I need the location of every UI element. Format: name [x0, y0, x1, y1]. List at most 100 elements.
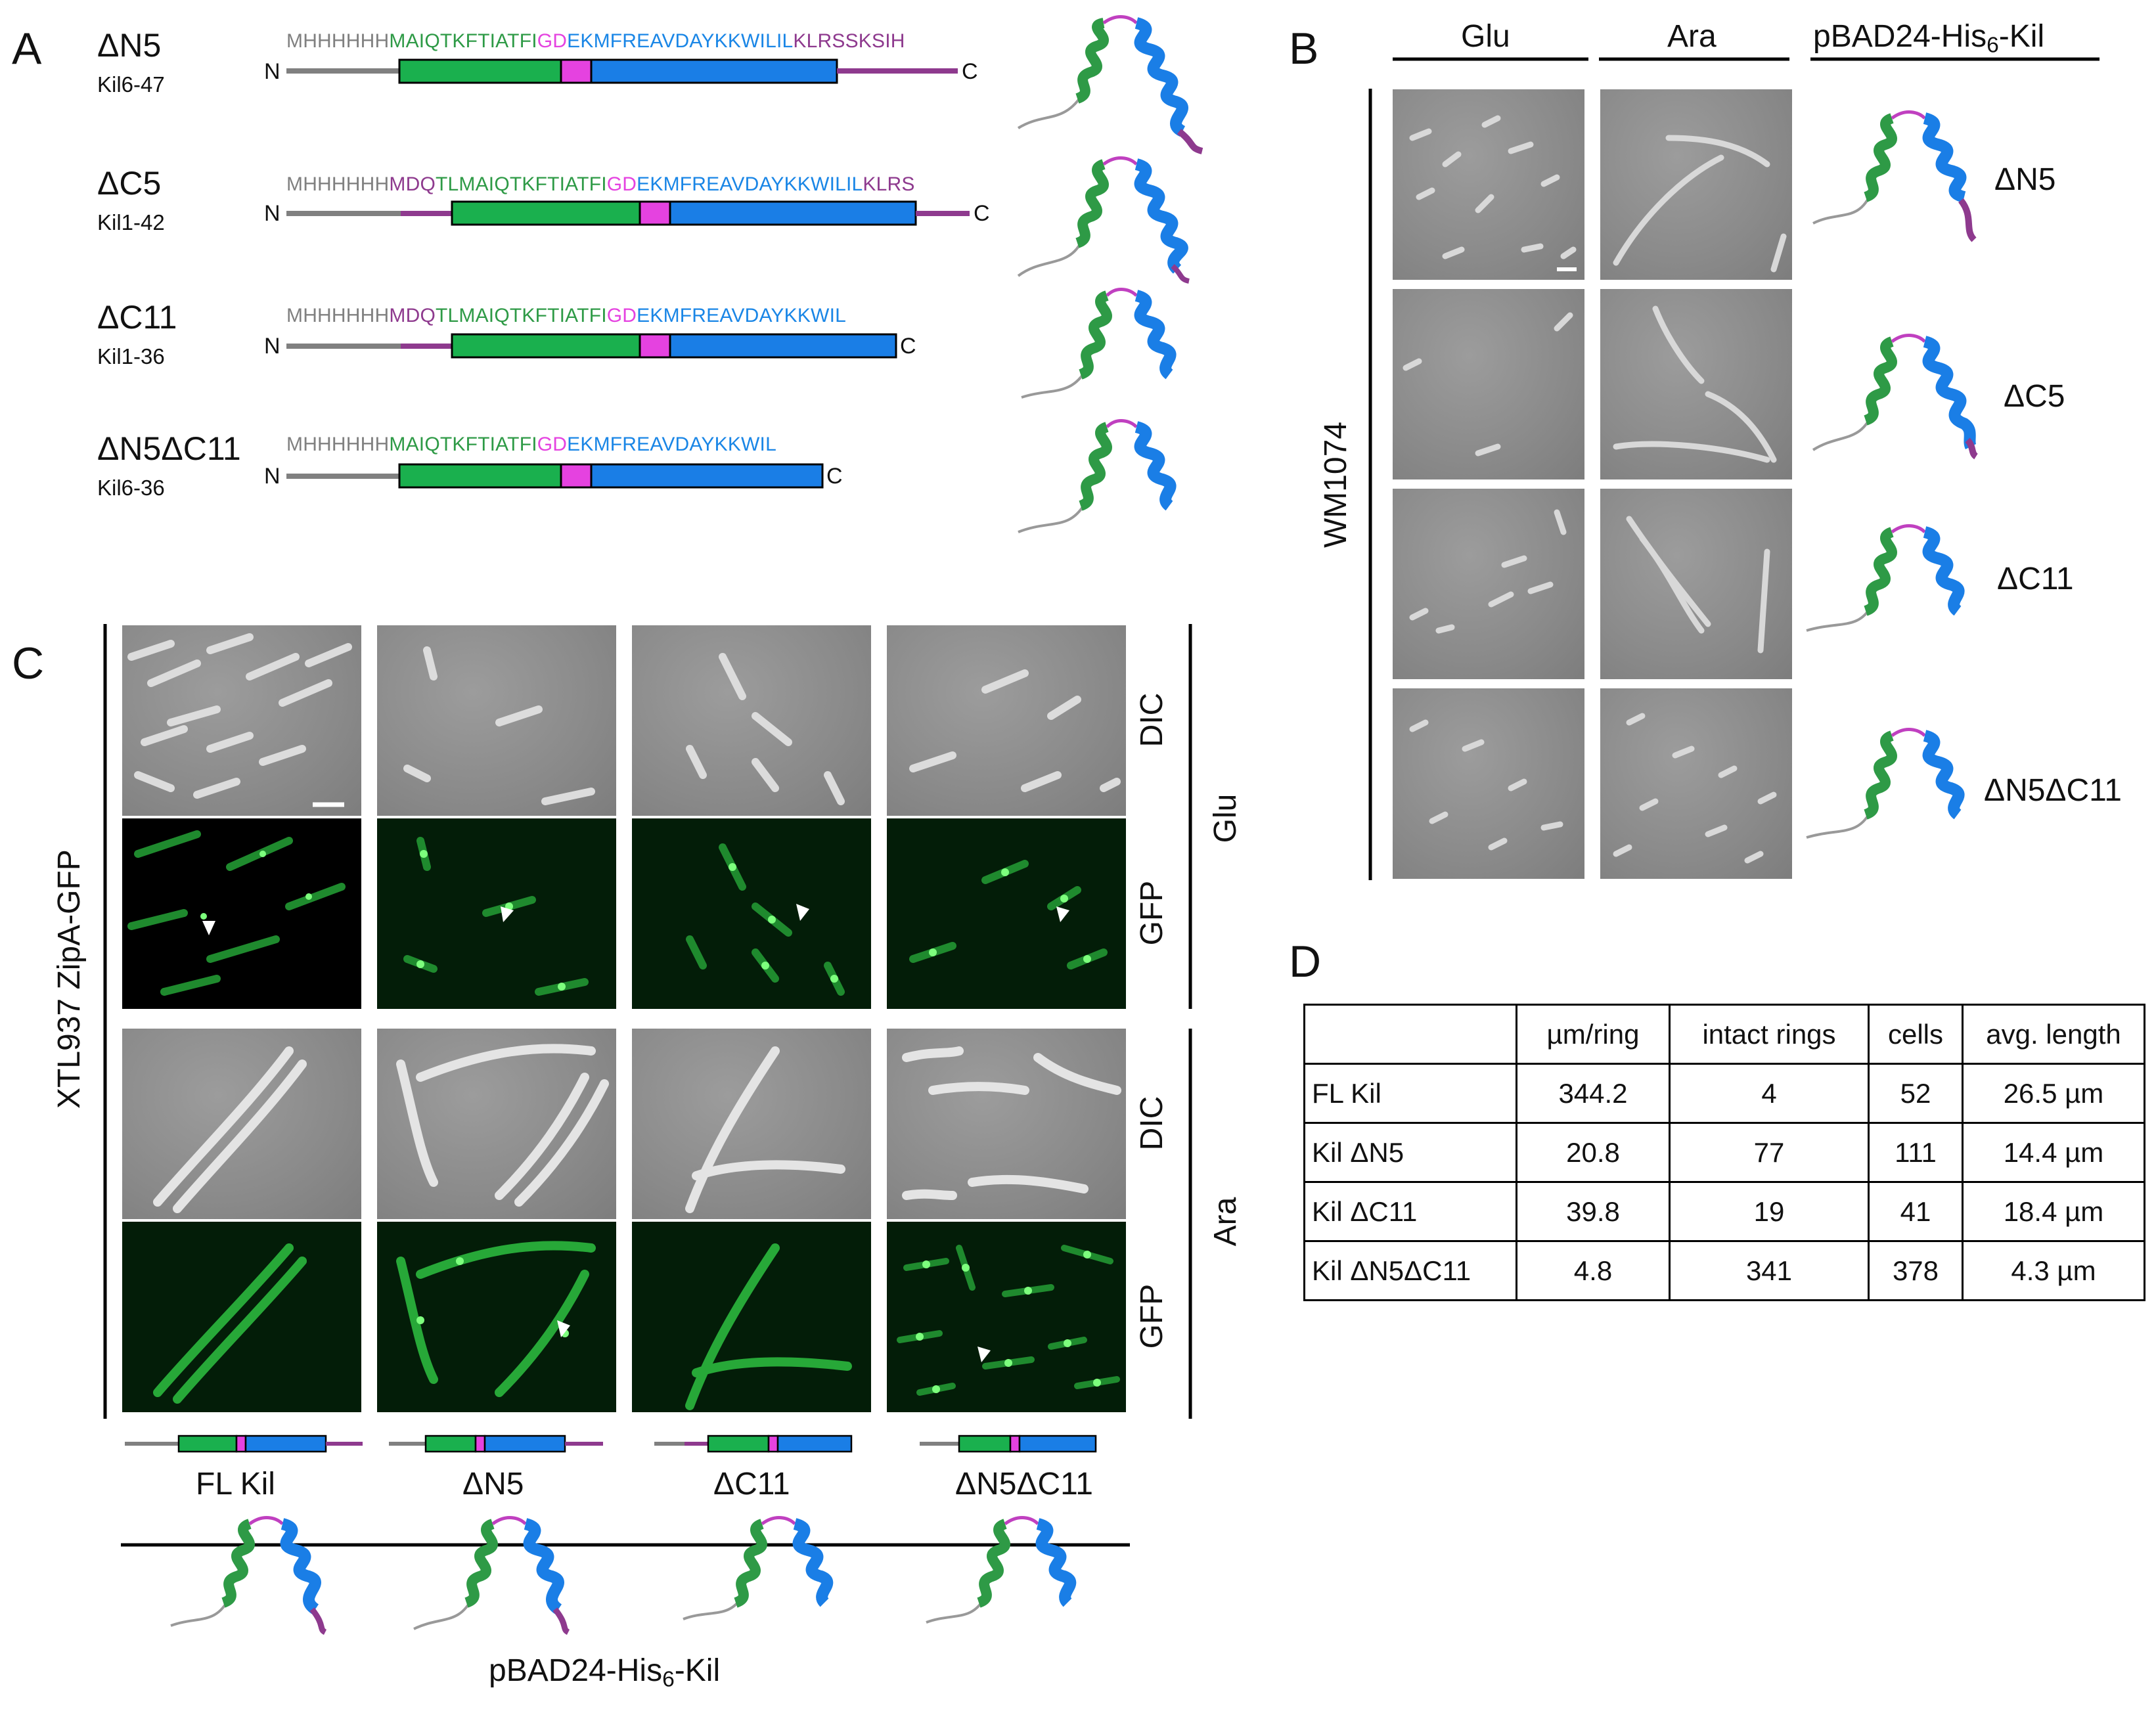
panel-c-label: C	[12, 638, 45, 688]
table-cell: Kil ΔC11	[1303, 1181, 1517, 1242]
construct-name: ΔN5ΔC11	[97, 430, 241, 467]
helix2-seq: EKMFREAVDAYKKWIL	[637, 305, 846, 326]
micrograph-gfp	[122, 1222, 361, 1412]
table-cell: 39.8	[1516, 1181, 1671, 1242]
micrograph-gfp	[632, 1222, 871, 1412]
column-label: ΔN5	[462, 1467, 524, 1502]
c-terminus-label: C	[974, 201, 990, 226]
protein-structure-cartoon	[1812, 334, 1979, 460]
column-header-glu: Glu	[1461, 19, 1510, 54]
protein-structure-cartoon	[1017, 156, 1190, 284]
construct-name: ΔC5	[97, 165, 162, 202]
construct-sequence: MHHHHHHMDQTLMAIQTKFTIATFIGDEKMFREAVDAYKK…	[286, 175, 915, 194]
construct-range: Kil1-42	[97, 210, 165, 234]
turn-seq: GD	[606, 173, 637, 195]
turn-seq: GD	[537, 30, 568, 52]
table-header-cell: cells	[1868, 1004, 1964, 1065]
micrograph-dic	[122, 1029, 361, 1219]
protein-structure-cartoon	[413, 1516, 570, 1636]
turn-seq: GD	[537, 434, 568, 455]
protein-structure-cartoon	[1018, 419, 1177, 533]
column-label: FL Kil	[196, 1467, 275, 1502]
table-cell: 14.4 µm	[1962, 1122, 2145, 1183]
his-tag-seq: MHHHHHH	[286, 305, 390, 326]
table-header-cell: intact rings	[1669, 1004, 1870, 1065]
construct-sequence: MHHHHHHMAIQTKFTIATFIGDEKMFREAVDAYKKWIL	[286, 435, 776, 455]
pre-seq: MDQ	[389, 305, 436, 326]
footer-construct-label: pBAD24-His6-Kil	[489, 1653, 721, 1692]
panel-b-label: B	[1289, 24, 1319, 74]
protein-structure-cartoon	[170, 1516, 327, 1636]
table-row: Kil ΔN5 20.8 77 111 14.4 µm	[1303, 1122, 2145, 1183]
his-tag-seq: MHHHHHH	[286, 434, 390, 455]
table-cell: 20.8	[1516, 1122, 1671, 1183]
micrograph-dic	[632, 1029, 871, 1219]
table-header-cell	[1303, 1004, 1517, 1065]
construct-name: ΔC11	[97, 299, 177, 336]
table-cell: 111	[1868, 1122, 1964, 1183]
table-cell: 4	[1669, 1063, 1870, 1124]
helix1-seq: TLMAIQTKFTIATFI	[435, 173, 607, 195]
construct-range: Kil1-36	[97, 344, 165, 368]
table-header-cell: µm/ring	[1516, 1004, 1671, 1065]
construct-name: ΔN5	[97, 27, 162, 64]
protein-structure-cartoon	[1806, 728, 1965, 839]
c-terminus-label: C	[826, 464, 843, 489]
table-cell: 4.8	[1516, 1240, 1671, 1301]
protein-structure-cartoon	[1806, 524, 1965, 632]
his-tag-seq: MHHHHHH	[286, 30, 390, 52]
table-cell: 52	[1868, 1063, 1964, 1124]
table-cell: Kil ΔN5	[1303, 1122, 1517, 1183]
protein-structure-cartoon	[1021, 288, 1177, 399]
turn-seq: GD	[606, 305, 637, 326]
table-cell: 344.2	[1516, 1063, 1671, 1124]
table-row: Kil ΔC11 39.8 19 41 18.4 µm	[1303, 1181, 2145, 1242]
c-terminus-label: C	[900, 334, 916, 359]
column-header-construct: pBAD24-His6-Kil	[1813, 19, 2045, 58]
column-label: ΔC11	[713, 1467, 790, 1502]
row-label: ΔN5ΔC11	[1984, 773, 2122, 808]
protein-structure-cartoon	[1812, 110, 1977, 242]
n-terminus-label: N	[264, 334, 281, 359]
micrograph-dic	[1600, 89, 1792, 280]
table-row: FL Kil 344.2 4 52 26.5 µm	[1303, 1063, 2145, 1124]
helix1-seq: MAIQTKFTIATFI	[389, 30, 537, 52]
helix1-seq: TLMAIQTKFTIATFI	[435, 305, 607, 326]
micrograph-dic	[887, 625, 1126, 816]
table-cell: Kil ΔN5ΔC11	[1303, 1240, 1517, 1301]
n-terminus-label: N	[264, 201, 281, 226]
construct-range: Kil6-47	[97, 72, 165, 97]
table-cell: 41	[1868, 1181, 1964, 1242]
n-terminus-label: N	[264, 464, 281, 489]
row-label: ΔC5	[2004, 379, 2065, 414]
protein-structure-cartoon	[1017, 15, 1203, 154]
protein-structure-cartoon	[683, 1516, 834, 1620]
table-cell: 26.5 µm	[1962, 1063, 2145, 1124]
n-terminus-label: N	[264, 59, 281, 84]
table-row: Kil ΔN5ΔC11 4.8 341 378 4.3 µm	[1303, 1240, 2145, 1301]
helix2-seq: EKMFREAVDAYKKWILIL	[637, 173, 863, 195]
helix1-seq: MAIQTKFTIATFI	[389, 434, 537, 455]
table-cell: 378	[1868, 1240, 1964, 1301]
table-cell: 341	[1669, 1240, 1870, 1301]
table-cell: 19	[1669, 1181, 1870, 1242]
table-cell: FL Kil	[1303, 1063, 1517, 1124]
micrograph-gfp	[887, 818, 1126, 1009]
c-terminus-label: C	[962, 59, 978, 84]
column-label: ΔN5ΔC11	[955, 1467, 1093, 1502]
table-header-row: µm/ring intact rings cells avg. length	[1303, 1004, 2145, 1065]
micrograph-gfp	[122, 818, 361, 1009]
helix2-seq: EKMFREAVDAYKKWIL	[567, 434, 776, 455]
panel-a-label: A	[12, 24, 42, 74]
table-cell: 4.3 µm	[1962, 1240, 2145, 1301]
construct-sequence: MHHHHHHMDQTLMAIQTKFTIATFIGDEKMFREAVDAYKK…	[286, 306, 846, 326]
results-table: µm/ring intact rings cells avg. length F…	[1303, 1004, 2145, 1301]
